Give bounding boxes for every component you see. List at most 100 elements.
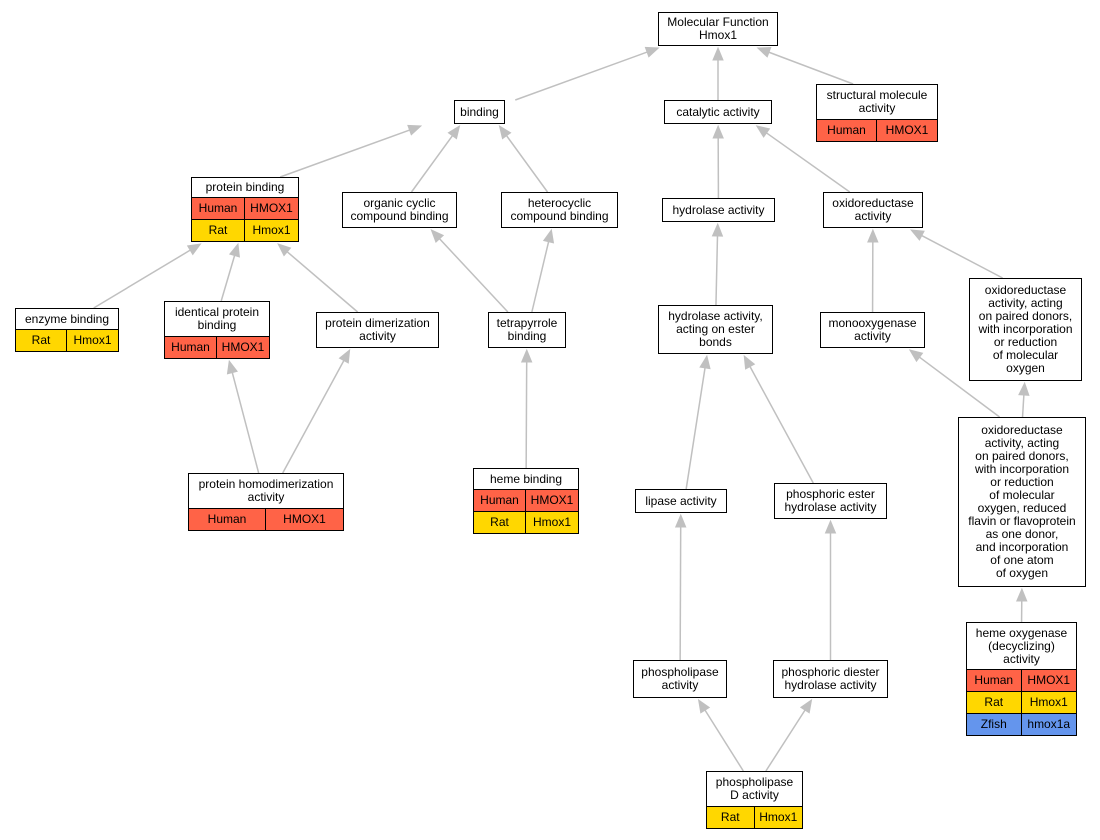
species-cell: Human xyxy=(474,490,526,511)
arrowhead-homodimerization-to-identical_protein xyxy=(226,359,238,375)
node-label: catalytic activity xyxy=(676,104,760,119)
arrowhead-heme_binding-to-tetrapyrrole xyxy=(520,348,533,363)
edge-binding-to-mf xyxy=(515,51,648,101)
node-lipase-activity[interactable]: lipase activity xyxy=(635,489,727,513)
gene-cell: HMOX1 xyxy=(221,340,265,354)
node-label: heme binding xyxy=(489,471,563,486)
species-cell: Zfish xyxy=(967,714,1022,735)
arrowhead-homodimerization-to-protein_dimerization xyxy=(338,348,351,364)
edge-phospholipase_d-to-phosphoric_diester xyxy=(765,709,806,772)
arrowhead-lipase-to-hydrolase_ester xyxy=(699,354,711,370)
node-label: oxidoreductase activity, acting on paire… xyxy=(978,283,1073,375)
edge-phospholipase-to-lipase xyxy=(679,526,682,661)
node-tetrapyrrole-binding[interactable]: tetrapyrrole binding xyxy=(488,312,566,348)
edge-oxido_flavin-to-monooxygenase xyxy=(919,356,1001,418)
edge-heme_binding-to-tetrapyrrole xyxy=(525,361,528,469)
arrowhead-tetrapyrrole-to-organic_cyclic xyxy=(430,229,445,244)
node-label: identical protein binding xyxy=(174,305,260,332)
edge-protein_dimerization-to-protein_binding xyxy=(286,251,359,313)
arrowhead-hydrolase-to-catalytic xyxy=(712,124,724,139)
edge-lipase-to-hydrolase_ester xyxy=(685,367,706,490)
node-oxidoreductase-paired-donors[interactable]: oxidoreductase activity, acting on paire… xyxy=(969,278,1082,381)
arrowhead-heterocyclic-to-binding xyxy=(498,124,512,140)
node-label: protein homodimerization activity xyxy=(198,477,334,504)
node-monooxygenase-activity[interactable]: monooxygenase activity xyxy=(820,312,925,348)
edge-identical_protein-to-protein_binding xyxy=(220,255,236,302)
edge-oxidoreductase-to-catalytic xyxy=(766,132,851,193)
arrowhead-protein_binding-to-binding xyxy=(407,124,423,136)
edge-oxido_paired-to-oxidoreductase xyxy=(921,234,1003,279)
node-phospholipase-activity[interactable]: phospholipase activity xyxy=(633,660,727,698)
arrowhead-protein_dimerization-to-protein_binding xyxy=(277,243,292,257)
gene-cell: Hmox1 xyxy=(252,223,291,237)
node-label: tetrapyrrole binding xyxy=(496,316,558,343)
node-molecular-function[interactable]: Molecular Function Hmox1 xyxy=(658,12,778,46)
edge-phosphoric_ester-to-hydrolase_ester xyxy=(749,366,814,484)
species-cell: Human xyxy=(967,670,1022,691)
node-label: monooxygenase activity xyxy=(828,316,917,343)
species-cell: Rat xyxy=(707,807,755,828)
node-organic-cyclic-compound-binding[interactable]: organic cyclic compound binding xyxy=(342,192,457,228)
node-label: enzyme binding xyxy=(24,311,110,326)
gene-cell: HMOX1 xyxy=(885,123,929,137)
node-oxidoreductase-reduced-flavin[interactable]: oxidoreductase activity, acting on paire… xyxy=(958,417,1086,587)
arrowhead-phosphoric_ester-to-hydrolase_ester xyxy=(743,354,756,370)
edge-homodimerization-to-protein_dimerization xyxy=(282,360,345,474)
edge-enzyme_binding-to-protein_binding xyxy=(93,249,191,309)
arrowhead-heme_oxygenase-to-oxido_flavin xyxy=(1016,587,1028,602)
arrowhead-structural-to-mf xyxy=(756,47,772,58)
gene-cell: hmox1a xyxy=(1027,717,1071,731)
node-label: hydrolase activity xyxy=(672,202,765,217)
arrowhead-phospholipase_d-to-phosphoric_diester xyxy=(799,698,813,714)
arrowhead-phospholipase_d-to-phospholipase xyxy=(697,698,711,714)
node-phosphoric-ester-hydrolase-activity[interactable]: phosphoric ester hydrolase activity xyxy=(774,483,887,519)
species-cell: Rat xyxy=(967,692,1022,713)
node-label: lipase activity xyxy=(645,493,717,508)
edge-protein_binding-to-binding xyxy=(279,129,410,178)
edge-organic_cyclic-to-binding xyxy=(410,135,454,193)
species-cell: Human xyxy=(189,509,266,530)
gene-cell: HMOX1 xyxy=(1027,673,1071,687)
edge-phospholipase_d-to-phospholipase xyxy=(704,709,744,772)
edge-homodimerization-to-identical_protein xyxy=(231,372,260,474)
gene-cell: Hmox1 xyxy=(532,515,571,529)
arrowhead-tetrapyrrole-to-heterocyclic xyxy=(542,228,555,244)
node-oxidoreductase-activity[interactable]: oxidoreductase activity xyxy=(823,192,923,228)
node-hydrolase-activity-ester-bonds[interactable]: hydrolase activity, acting on ester bond… xyxy=(658,305,773,354)
node-label: oxidoreductase activity xyxy=(832,196,914,223)
node-phosphoric-diester-hydrolase-activity[interactable]: phosphoric diester hydrolase activity xyxy=(773,660,888,698)
arrowhead-binding-to-mf xyxy=(644,46,660,58)
node-binding[interactable]: binding xyxy=(454,100,505,124)
arrowhead-catalytic-to-mf xyxy=(712,46,724,61)
node-label: protein dimerization activity xyxy=(325,316,430,343)
node-label: protein binding xyxy=(205,180,285,194)
node-label: phosphoric diester hydrolase activity xyxy=(781,665,880,692)
node-label: heme oxygenase (decyclizing) activity xyxy=(975,625,1068,666)
node-protein-dimerization-activity[interactable]: protein dimerization activity xyxy=(316,312,439,348)
edge-structural-to-mf xyxy=(768,51,854,85)
gene-cell: Hmox1 xyxy=(73,333,112,347)
node-hydrolase-activity[interactable]: hydrolase activity xyxy=(662,198,775,222)
arrowhead-phospholipase-to-lipase xyxy=(674,513,687,528)
edge-heterocyclic-to-binding xyxy=(505,135,549,193)
gene-cell: Hmox1 xyxy=(759,810,798,824)
node-catalytic-activity[interactable]: catalytic activity xyxy=(664,100,772,124)
node-heterocyclic-compound-binding[interactable]: heterocyclic compound binding xyxy=(501,192,618,228)
arrowhead-organic_cyclic-to-binding xyxy=(447,124,461,140)
